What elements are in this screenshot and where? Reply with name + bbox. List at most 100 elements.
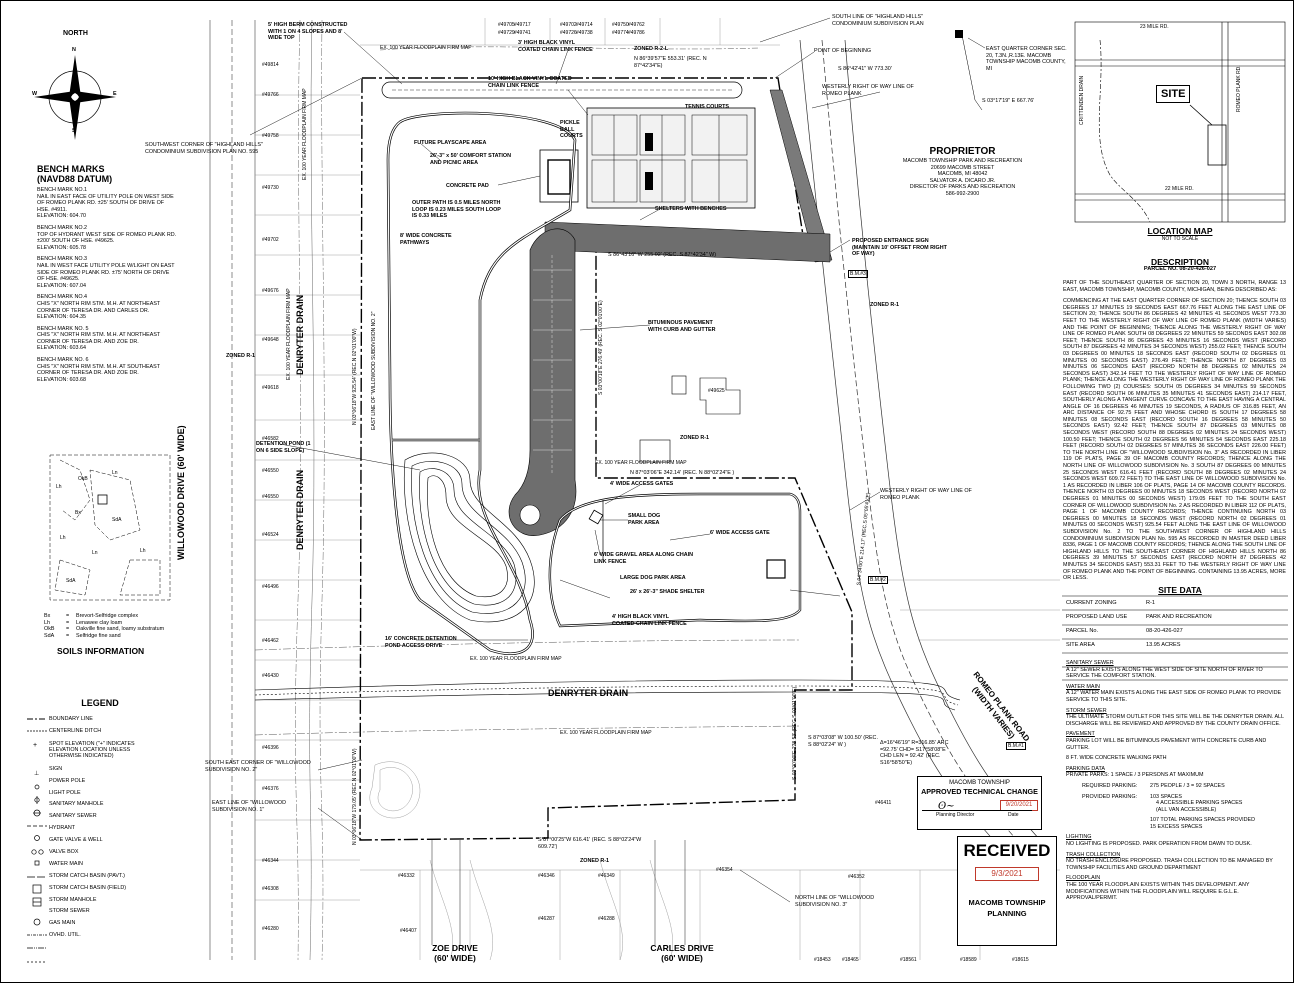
received-stamp-date: 9/3/2021 <box>975 867 1039 881</box>
road-23-mile-label: 23 MILE RD. <box>1140 24 1169 30</box>
pathways-label: 8' WIDE CONCRETE PATHWAYS <box>400 233 452 246</box>
approved-stamp-org: MACOMB TOWNSHIP <box>949 780 1010 786</box>
lot-label: #46287 <box>538 916 555 922</box>
vinyl-fence-4-callout: 4' HIGH BLACK VINYL COATED CHAIN LINK FE… <box>612 614 687 627</box>
zoned-r1-west: ZONED R-1 <box>226 353 256 359</box>
bearing-east-label: S 03°17'19" E 667.76' <box>982 98 1035 104</box>
floodplain-callout-south: EX. 100 YEAR FLOODPLAIN FIRM MAP <box>470 656 562 662</box>
lot-label: #46344 <box>262 858 279 864</box>
approved-stamp-right-label: Date <box>1008 812 1019 818</box>
received-stamp-org1: MACOMB TOWNSHIP <box>968 898 1046 907</box>
lot-label: #46349 <box>598 873 615 879</box>
vinyl-fence-3-callout: 3' HIGH BLACK VINYL COATED CHAIN LINK FE… <box>518 40 593 53</box>
bearing-mid-label: S 86°43'16" W 255.02' (REC. S 87°42'34" … <box>608 252 717 258</box>
soils-key: Bx=Brevort-Selfridge complex Lh=Lenawee … <box>44 613 165 639</box>
bearing-se2-label: S 03°00'00"E 228.53' (REC.S 02°01'00"E) <box>792 686 798 780</box>
floodplain-callout-center: EX. 100 YEAR FLOODPLAIN FIRM MAP <box>595 460 687 466</box>
proprietor-block: PROPRIETOR MACOMB TOWNSHIP PARK AND RECR… <box>875 146 1050 198</box>
bearing-mid2-label: N 87°03'06"E 342.14' (REC. N 88°02'24"E … <box>630 470 735 476</box>
north-arrow-icon <box>34 55 116 140</box>
playscape-label: FUTURE PLAYSCAPE AREA <box>414 140 487 146</box>
lot-label: #46396 <box>262 745 279 751</box>
bm-tag-3: B.M.#3 <box>848 270 868 278</box>
point-of-beginning-label: POINT OF BEGINNING <box>814 48 872 54</box>
westerly-row-callout: WESTERLY RIGHT OF WAY LINE OF ROMEO PLAN… <box>822 84 914 97</box>
tennis-courts-label: TENNIS COURTS <box>685 104 730 110</box>
lot-label: #18615 <box>1012 957 1029 963</box>
signature-mark: ʘ~ <box>938 801 955 812</box>
access-gates-callout: 4' WIDE ACCESS GATES <box>610 481 674 487</box>
north-bearing: N 86°39'57"E 553.31' (REC. N 87°42'34"E) <box>634 56 707 69</box>
svg-text:⊥: ⊥ <box>34 770 39 777</box>
soil-map-label: SdA <box>112 517 122 523</box>
lot-label: #46582 <box>262 436 279 442</box>
north-label: NORTH <box>63 30 88 37</box>
site-data-title: SITE DATA <box>1158 585 1202 595</box>
vinyl-fence-10-callout: 10' HIGH BLACK VINYL COATED CHAIN LINK F… <box>488 76 572 89</box>
floodplain-callout-north: EX. 100 YEAR FLOODPLAIN FIRM MAP <box>380 45 472 51</box>
bearing-south-label: S 87°00'25"W 616.41' (REC. S 88°02'24"W … <box>538 837 642 850</box>
floodplain-callout-west-2: EX. 100 YEAR FLOODPLAIN FIRM MAP <box>286 288 292 380</box>
access-gate-callout: 6' WIDE ACCESS GATE <box>710 530 770 536</box>
lot-label: #18465 <box>842 957 859 963</box>
lot-label: #49648 <box>262 337 279 343</box>
bearing-sw-label: N 03°06'18"W 179.05' (REC.N 02°01'00"W) <box>352 748 358 845</box>
entrance-sign-callout: PROPOSED ENTRANCE SIGN (MAINTAIN 10' OFF… <box>852 238 947 258</box>
received-stamp: RECEIVED 9/3/2021 MACOMB TOWNSHIP PLANNI… <box>957 836 1057 946</box>
lot-label: #49729 <box>498 30 515 36</box>
approved-change-stamp: MACOMB TOWNSHIP APPROVED TECHNICAL CHANG… <box>917 776 1042 830</box>
north-n-label: N <box>72 47 76 53</box>
bituminous-callout: BITUMINOUS PAVEMENT WITH CURB AND GUTTER <box>648 320 716 333</box>
received-stamp-org2: PLANNING <box>987 909 1027 918</box>
floodplain-callout-south-2: EX. 100 YEAR FLOODPLAIN FIRM MAP <box>560 730 652 736</box>
bearing-west-label: N 03°06'18"W 925.54' (REC.N 02°01'00"W) <box>352 328 358 425</box>
location-map-title: LOCATION MAP <box>1147 226 1213 236</box>
legend-list: BOUNDARY LINE CENTERLINE DITCH SPOT ELEV… <box>49 715 135 939</box>
concrete-pad-label: CONCRETE PAD <box>446 183 489 189</box>
bench-marks-datum: (NAVD88 DATUM) <box>37 174 113 184</box>
soil-map-label: Bx <box>75 510 81 516</box>
lot-label: #46352 <box>848 874 865 880</box>
soil-map-label: Ln <box>112 470 118 476</box>
southwest-corner-callout: SOUTHWEST CORNER OF "HIGHLAND HILLS" CON… <box>145 142 263 155</box>
location-map-drawing <box>1074 21 1286 223</box>
zoned-r1-east: ZONED R-1 <box>870 302 900 308</box>
lot-label: #49625 <box>708 388 725 394</box>
lot-label: #49741 <box>514 30 531 36</box>
description-body: PART OF THE SOUTHEAST QUARTER OF SECTION… <box>1063 280 1286 582</box>
se-corner-sub2-callout: SOUTH EAST CORNER OF "WILLOWOOD SUBDIVIS… <box>205 760 311 773</box>
soil-map-label: Ln <box>92 550 98 556</box>
willowood-drive-label: WILLOWOOD DRIVE (60' WIDE) <box>176 425 186 560</box>
received-stamp-title: RECEIVED <box>963 841 1051 860</box>
lot-label: #49702 <box>560 22 577 28</box>
east-line-sub1-callout: EAST LINE OF "WILLOWOOD SUBDIVISION NO. … <box>212 800 286 813</box>
detention-pond-callout: DETENTION POND (1 ON 6 SIDE SLOPE) <box>256 441 311 454</box>
lot-label: #49766 <box>262 92 279 98</box>
soil-map-label: Lh <box>56 484 62 490</box>
lot-label: #46407 <box>400 928 417 934</box>
south-line-callout: SOUTH LINE OF "HIGHLAND HILLS" CONDOMINI… <box>832 14 924 27</box>
zoned-r1-south: ZONED R-1 <box>580 858 610 864</box>
lot-label: #49738 <box>576 30 593 36</box>
lot-label: #49762 <box>628 22 645 28</box>
denryter-drain-label: DENRYTER DRAIN <box>548 688 629 698</box>
legend-title: LEGEND <box>81 698 119 708</box>
bm-tag-2: B.M.#2 <box>868 576 888 584</box>
lot-label: #49676 <box>262 288 279 294</box>
lot-label: #49702 <box>262 237 279 243</box>
lot-label: #46524 <box>262 532 279 538</box>
lot-label: #18453 <box>814 957 831 963</box>
zoned-r1-center: ZONED R-1 <box>680 435 710 441</box>
lot-label: #46550 <box>262 494 279 500</box>
lot-label: #49758 <box>262 133 279 139</box>
gravel-area-callout: 6' WIDE GRAVEL AREA ALONG CHAIN LINK FEN… <box>594 552 694 565</box>
approved-stamp-left-label: Planning Director <box>936 812 975 818</box>
zoned-r2l-label: ZONED R-2-L <box>634 46 669 52</box>
soil-map-label: OkB <box>78 476 88 482</box>
lot-label: #46308 <box>262 886 279 892</box>
